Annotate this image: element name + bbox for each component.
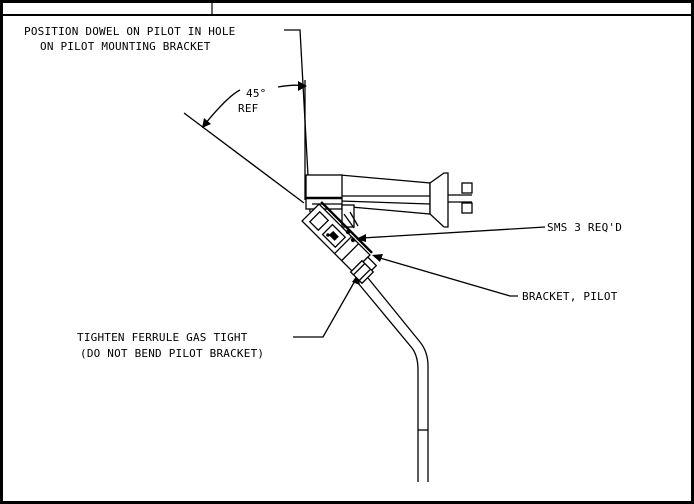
burner-tube xyxy=(339,172,473,228)
dowel-note-line2: ON PILOT MOUNTING BRACKET xyxy=(40,40,211,53)
sheet-metal-screws xyxy=(326,211,359,243)
angle-value-label: 45° xyxy=(246,87,266,100)
ferrule-leader xyxy=(293,274,360,338)
ferrule-note-line1: TIGHTEN FERRULE GAS TIGHT xyxy=(77,331,248,344)
ferrule-note-line2: (DO NOT BEND PILOT BRACKET) xyxy=(80,347,264,360)
dowel-note-line1: POSITION DOWEL ON PILOT IN HOLE xyxy=(24,25,236,38)
bracket-note: BRACKET, PILOT xyxy=(522,290,618,303)
pilot-tube xyxy=(357,277,429,482)
angle-ref-label: REF xyxy=(238,102,258,115)
screws-leader xyxy=(356,226,546,242)
dowel-leader xyxy=(284,29,311,213)
angle-45-dimension xyxy=(183,80,307,204)
bracket-leader xyxy=(372,254,518,297)
screws-note: SMS 3 REQ'D xyxy=(547,221,622,234)
ferrule-fitting xyxy=(349,259,375,285)
